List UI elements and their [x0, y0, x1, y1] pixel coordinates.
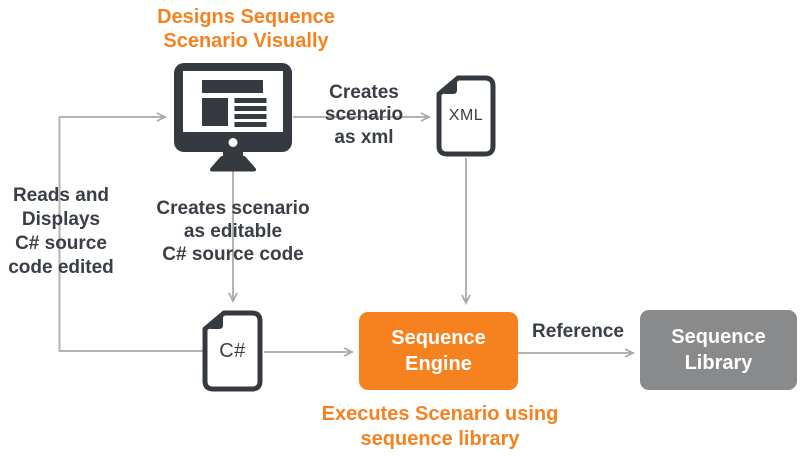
annotation-reads-displays: Reads and Displays C# source code edited — [8, 185, 114, 278]
annotation-executes-scenario: Executes Scenario using sequence library — [321, 403, 559, 450]
annotation-creates-editable: Creates scenario as editable C# source c… — [156, 198, 310, 266]
sequence-engine-label: Sequence Engine — [391, 327, 486, 375]
monitor-icon — [173, 62, 293, 172]
sequence-engine-box: Sequence Engine — [359, 312, 518, 390]
xml-file-icon: XML — [436, 75, 496, 157]
csharp-file-icon: C# — [202, 310, 263, 392]
sequence-library-label: Sequence Library — [671, 326, 766, 374]
annotation-reference: Reference — [532, 321, 624, 342]
connector-csharp-to-monitor — [58, 112, 203, 352]
annotation-creates-xml: Creates scenario as xml — [324, 82, 404, 148]
sequence-library-box: Sequence Library — [640, 310, 797, 390]
xml-file-label: XML — [448, 107, 484, 124]
csharp-file-label: C# — [219, 339, 246, 362]
heading-designs-sequence: Designs Sequence Scenario Visually — [157, 6, 335, 52]
